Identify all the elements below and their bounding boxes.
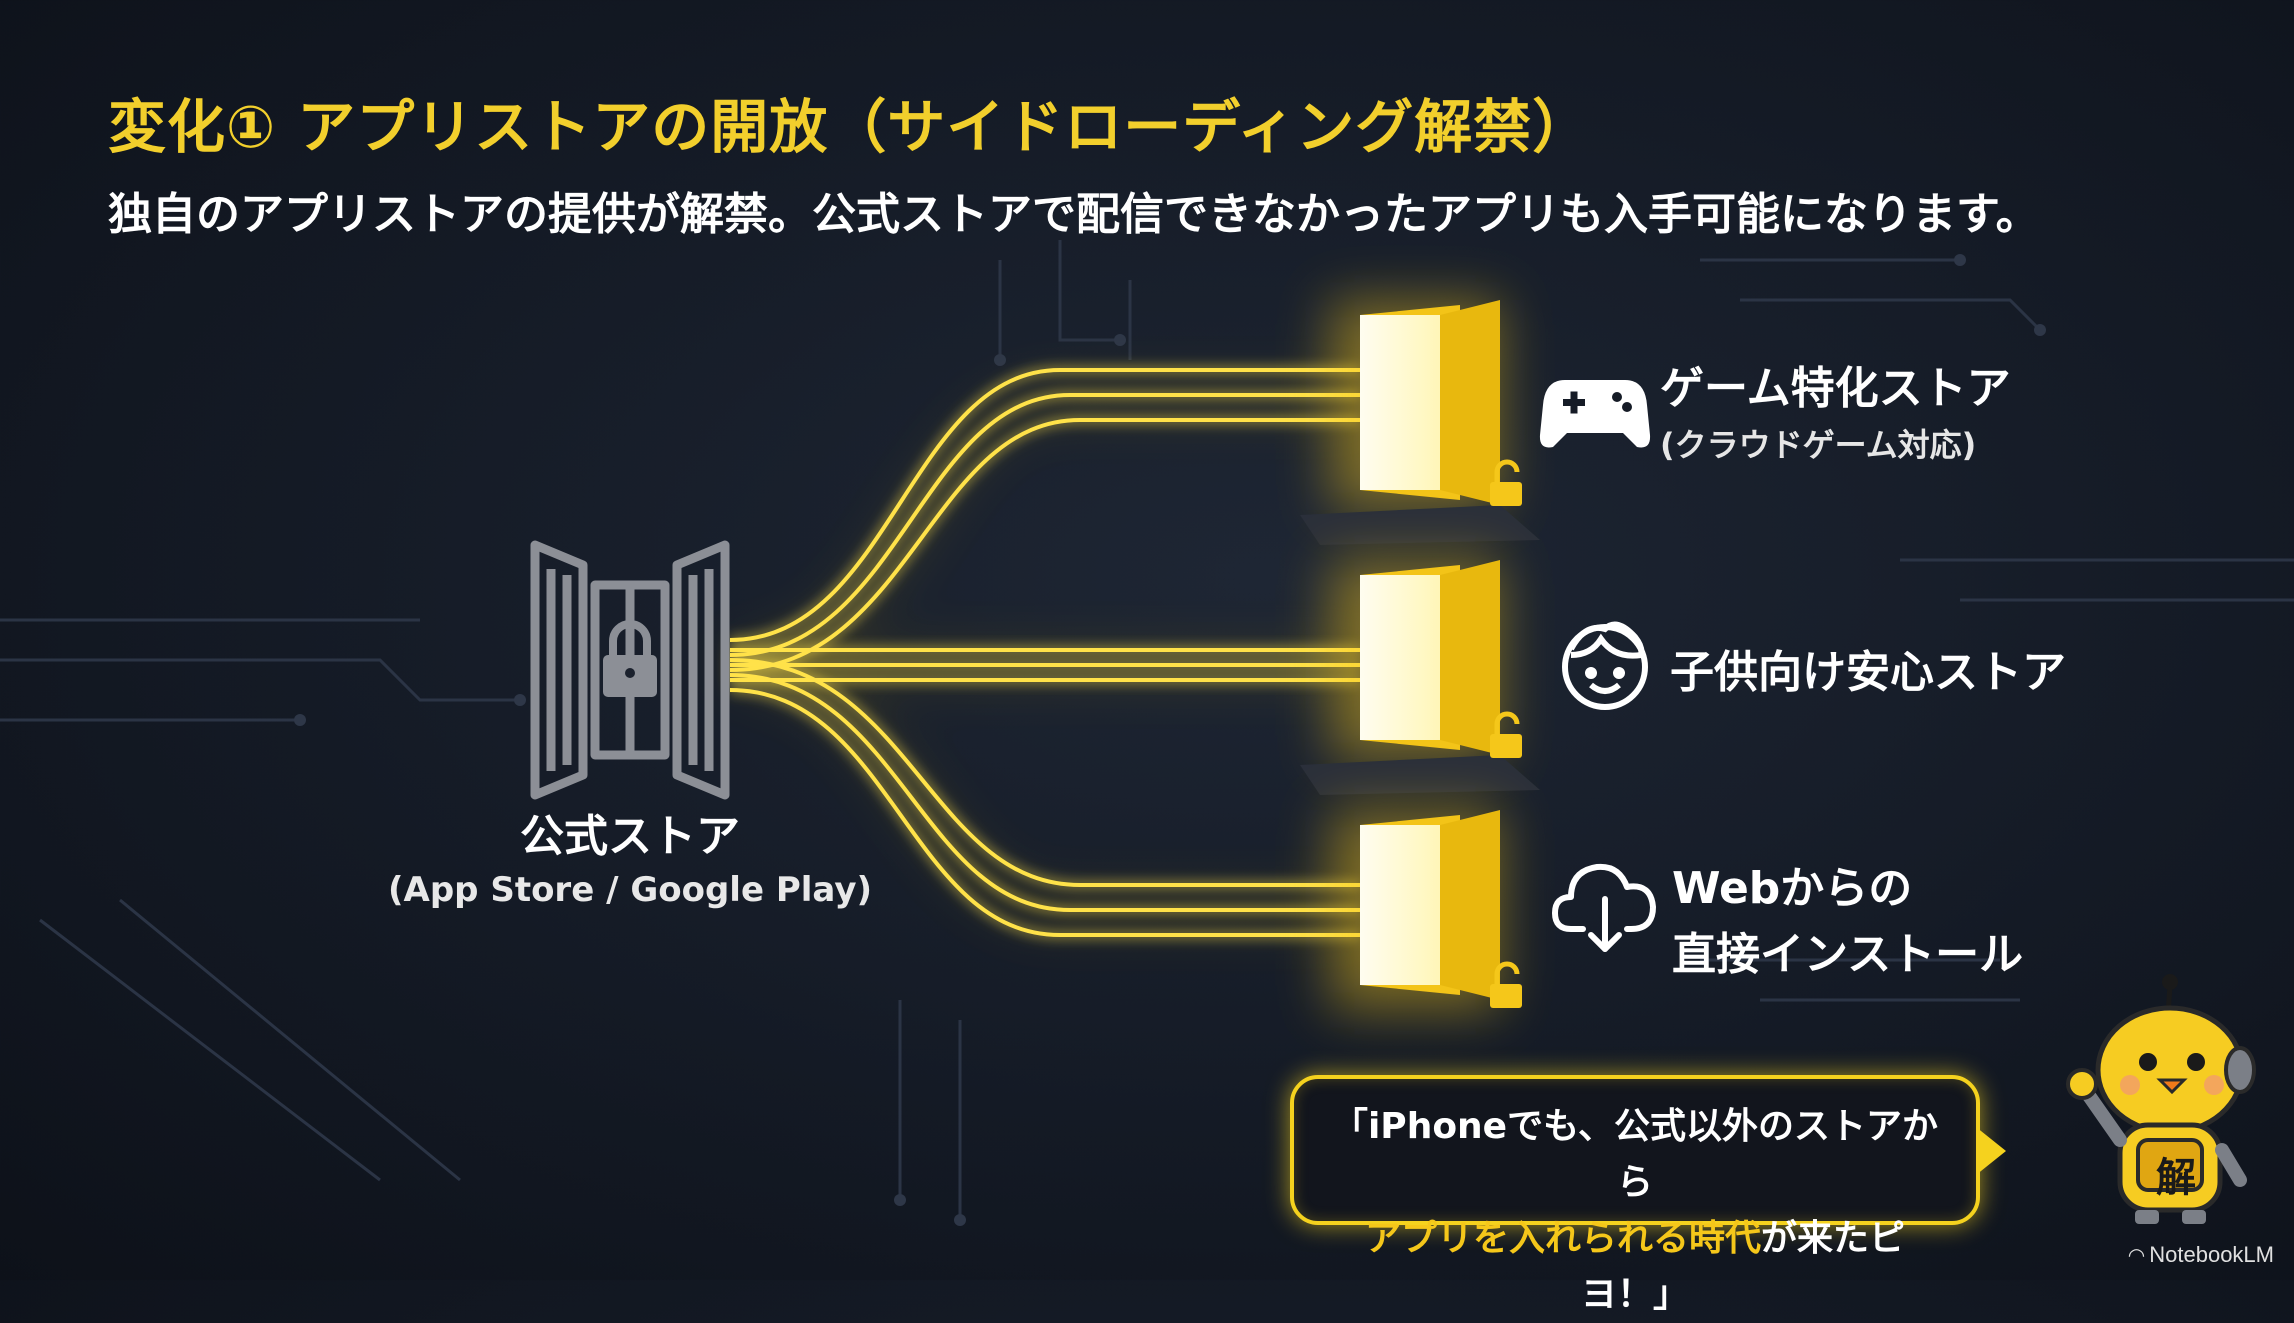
speech-highlight: アプリを入れられる時代 <box>1364 1218 1761 1259</box>
official-store-sublabel: (App Store / Google Play) <box>387 870 873 910</box>
store-label-web-install: Webからの 直接インストール <box>1672 863 2024 980</box>
store-label-game: ゲーム特化ストア (クラウドゲーム対応) <box>1660 363 2011 464</box>
watermark: ◠NotebookLM <box>2127 1242 2274 1267</box>
mascot-badge: 解 <box>2156 1155 2196 1201</box>
cloud-download-icon <box>1552 863 1656 952</box>
door-web-install <box>1330 810 1522 1010</box>
unlocked-padlock-icon <box>1490 459 1522 506</box>
notebooklm-logo-icon: ◠ <box>2127 1245 2146 1267</box>
official-store-label: 公式ストア <box>519 811 740 862</box>
child-face-icon <box>1562 621 1648 710</box>
route-to-game-store <box>729 368 1360 672</box>
speech-bubble-tail <box>1976 1127 2006 1175</box>
store-label-kids: 子供向け安心ストア <box>1670 647 2066 698</box>
door-kids-store <box>1300 560 1540 795</box>
door-game-store <box>1300 300 1540 545</box>
page-title: 変化① アプリストアの開放（サイドローディング解禁） <box>108 93 1592 161</box>
speech-bubble: 「iPhoneでも、公式以外のストアから アプリを入れられる時代が来たピヨ！」 <box>1290 1075 2006 1315</box>
circuit-nodes <box>294 254 2046 1226</box>
route-to-web-install <box>729 658 1360 937</box>
official-store-label-group: 公式ストア (App Store / Google Play) <box>388 800 872 910</box>
gamepad-icon <box>1539 380 1651 448</box>
speech-line-1: 「iPhoneでも、公式以外のストアから <box>1331 1106 1939 1203</box>
mascot-chick <box>2066 974 2256 1224</box>
page-subtitle: 独自のアプリストアの提供が解禁。公式ストアで配信できなかったアプリも入手可能にな… <box>108 189 2040 240</box>
unlocked-padlock-icon <box>1490 711 1522 758</box>
speech-line-2: アプリを入れられる時代が来たピヨ！」 <box>1320 1211 1950 1323</box>
route-to-kids-store <box>730 648 1360 682</box>
circuit-background <box>0 240 2294 1220</box>
diagram-canvas <box>0 240 2294 1226</box>
unlocked-padlock-icon <box>1490 961 1522 1008</box>
locked-gate-icon <box>530 540 730 800</box>
